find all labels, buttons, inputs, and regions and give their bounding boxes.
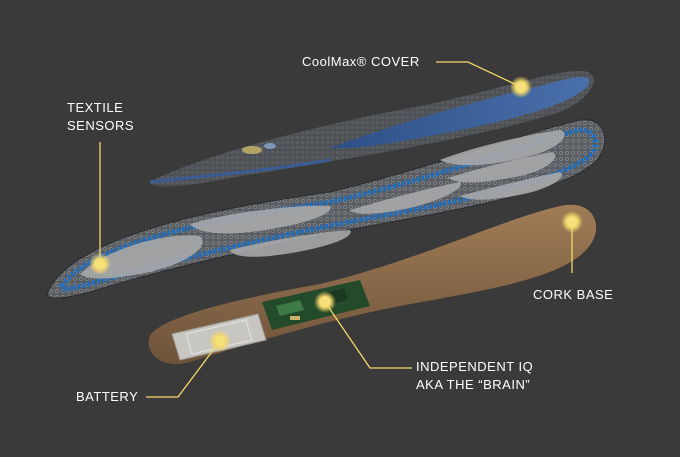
sensors-callout-dot-core: [95, 259, 105, 269]
cover-label: CoolMax® COVER: [302, 54, 420, 69]
cork-callout-dot-core: [567, 217, 577, 227]
brain-label-line-2: AKA THE “BRAIN”: [416, 377, 531, 392]
brain-callout-line: [324, 301, 412, 369]
callout-dots: [89, 76, 583, 352]
cover-callout-line: [436, 61, 522, 88]
brain-callout-dot-core: [320, 297, 330, 307]
sensors-label-line-1: TEXTILE: [67, 100, 124, 115]
battery-callout-dot-core: [215, 336, 225, 346]
textile-sensors-layer: [46, 119, 606, 299]
cover-callout-dot-core: [516, 82, 526, 92]
cork-label: CORK BASE: [533, 287, 614, 302]
battery-callout-line: [146, 340, 221, 398]
brain-label: INDEPENDENT IQ AKA THE “BRAIN”: [416, 358, 533, 394]
battery-label: BATTERY: [76, 389, 139, 404]
brain-label-line-1: INDEPENDENT IQ: [416, 359, 534, 374]
sensors-label-line-2: SENSORS: [67, 118, 135, 133]
sensors-label: TEXTILE SENSORS: [67, 99, 134, 135]
